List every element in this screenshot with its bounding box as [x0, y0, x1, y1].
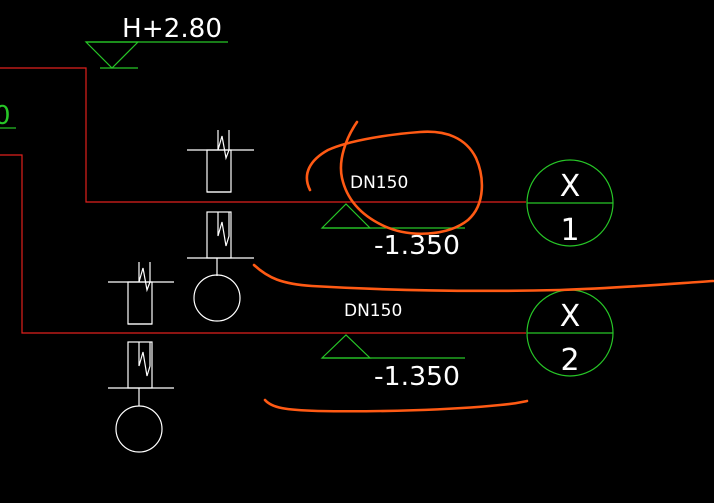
pipe-lines: [0, 67, 526, 334]
pipe-line-1[interactable]: [0, 67, 526, 203]
edge-fragment-label: 0: [0, 101, 11, 131]
drain-circle-lower: [115, 405, 163, 453]
diameter-label-1: DN150: [350, 173, 408, 193]
drain-circle-upper: [193, 274, 241, 322]
elevation-label-2: -1.350: [374, 362, 460, 392]
markup-circle-dn150: [305, 120, 484, 235]
pipe-line-2[interactable]: [0, 154, 526, 334]
elevation-marker-top: H+2.80: [84, 14, 228, 69]
markup-underline-2: [263, 398, 529, 413]
edge-fragment: 0: [0, 101, 16, 131]
valve-symbol-lower[interactable]: [108, 262, 174, 453]
review-markup: [252, 120, 714, 413]
elevation-triangle-2: [320, 334, 372, 359]
callout-circle-1[interactable]: X 1: [526, 159, 614, 248]
callout-2-top: X: [560, 299, 581, 334]
callout-2-bottom: 2: [560, 343, 579, 378]
diameter-label-2: DN150: [344, 301, 402, 321]
callout-circle-2[interactable]: X 2: [526, 289, 614, 378]
elevation-label-top: H+2.80: [122, 14, 222, 44]
markup-underline-1: [252, 263, 714, 293]
pipe-annotation-2: DN150 -1.350: [320, 301, 465, 392]
callout-1-top: X: [560, 169, 581, 204]
callout-1-bottom: 1: [560, 213, 579, 248]
elevation-label-1: -1.350: [374, 231, 460, 261]
elevation-triangle-1: [320, 203, 372, 229]
pipe-annotation-1: DN150 -1.350: [320, 173, 465, 261]
valve-symbol-upper[interactable]: [187, 130, 254, 322]
